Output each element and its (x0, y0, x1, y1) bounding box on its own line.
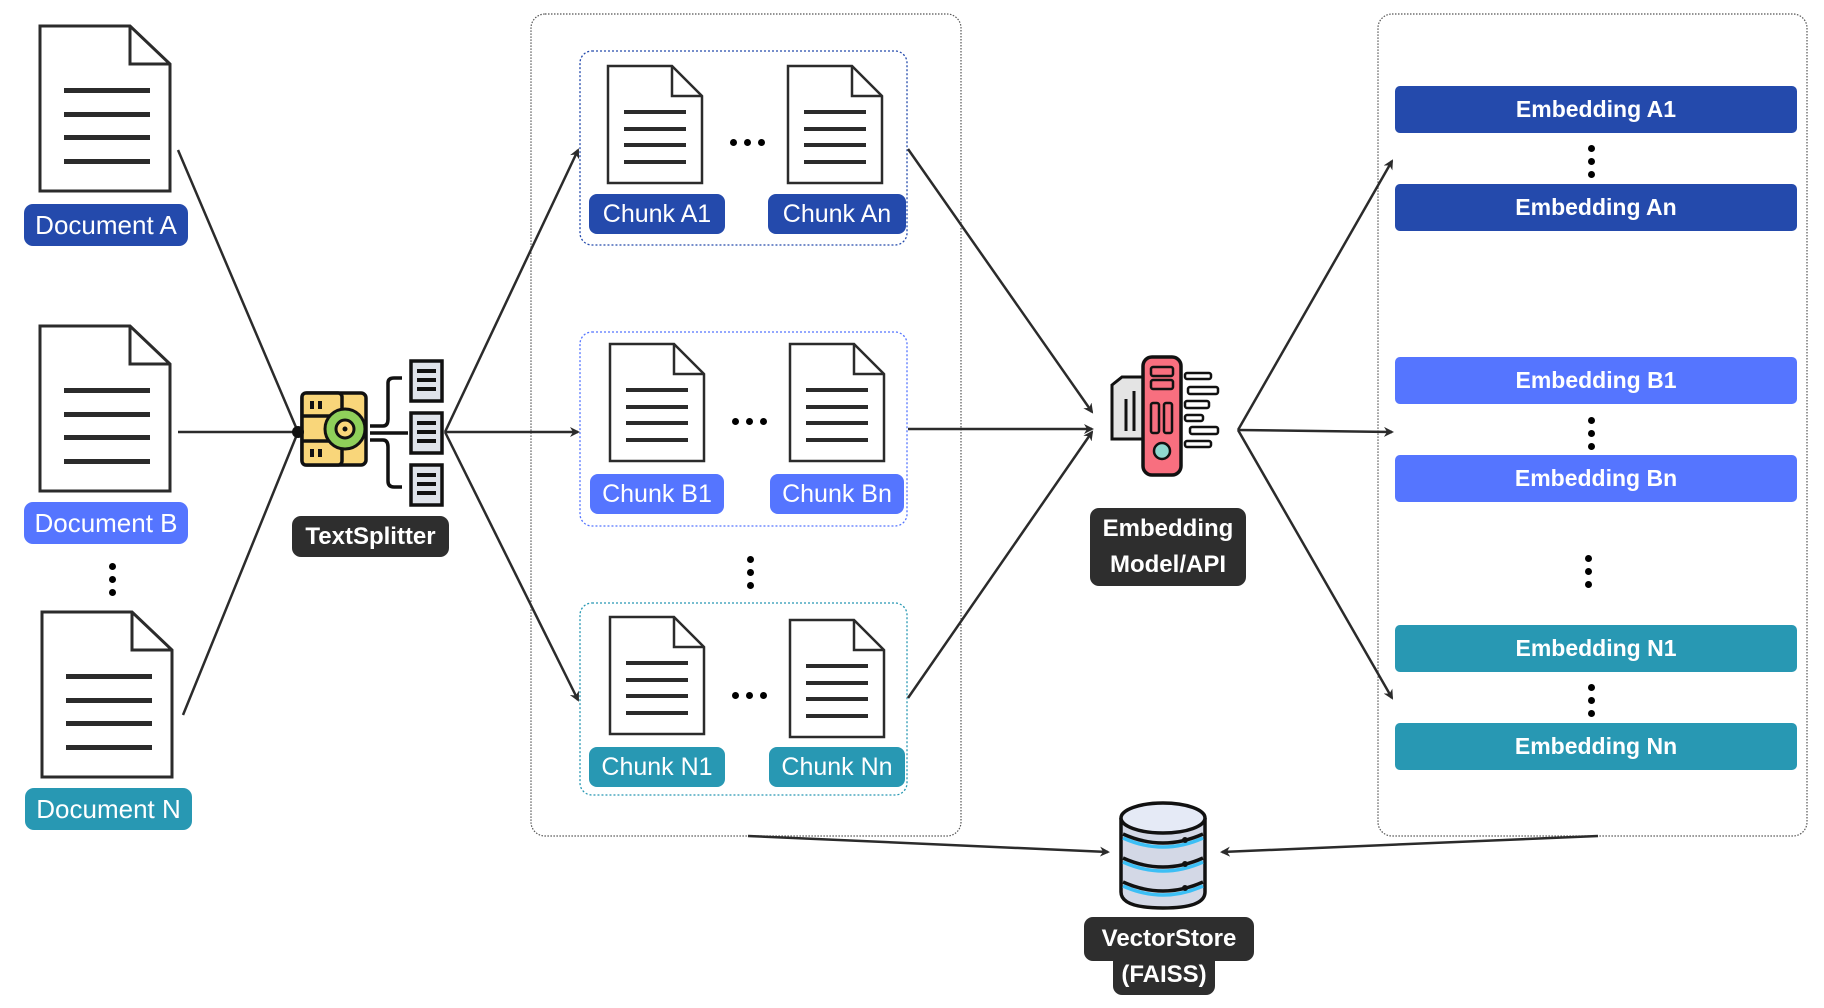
embedding-model-label-line1: Embedding (1102, 515, 1234, 542)
text-splitter-icon (292, 359, 444, 507)
embedding-a-ellipsis (1588, 145, 1596, 178)
embedding-model-label-line2: Model/API (1109, 551, 1226, 578)
embedding-b-ellipsis (1588, 417, 1596, 450)
chunk-bn-label: Chunk Bn (770, 474, 904, 514)
chunk-b1-label: Chunk B1 (590, 474, 724, 514)
embedding-n-ellipsis (1588, 684, 1596, 717)
embedding-b1-bar: Embedding B1 (1395, 357, 1797, 404)
edge-chunk-n-model (906, 430, 1094, 699)
document-b-icon (38, 324, 172, 493)
embeddings-container (1377, 13, 1808, 837)
chunks-container (530, 13, 962, 837)
edge-model-emb-b (1237, 426, 1394, 437)
vector-store-label-line1: VectorStore (1084, 917, 1254, 961)
chunk-a1-label: Chunk A1 (589, 194, 725, 234)
chunk-an-icon (786, 64, 884, 185)
chunk-bn-icon (788, 342, 886, 463)
document-a-icon (38, 24, 172, 193)
embedding-a1-bar: Embedding A1 (1395, 86, 1797, 133)
document-n-label: Document N (25, 788, 192, 830)
edge-splitter-chunk-a (443, 148, 580, 433)
text-splitter-label: TextSplitter (292, 516, 449, 557)
embedding-nn-bar: Embedding Nn (1395, 723, 1797, 770)
embedding-an-bar: Embedding An (1395, 184, 1797, 231)
chunk-b-ellipsis (732, 418, 767, 425)
embedding-model-icon (1110, 355, 1220, 477)
chunk-n-ellipsis (732, 692, 767, 699)
edge-chunk-a-model (906, 148, 1094, 414)
chunk-a-ellipsis (730, 139, 765, 146)
documents-ellipsis (109, 563, 117, 596)
vector-store-label-line2: (FAISS) (1113, 955, 1215, 995)
document-b-label: Document B (24, 502, 188, 544)
chunk-b1-icon (608, 342, 706, 463)
document-n-icon (40, 610, 174, 779)
edge-doc-a-splitter (176, 149, 300, 433)
embedding-bn-bar: Embedding Bn (1395, 455, 1797, 502)
edge-splitter-chunk-n (443, 431, 580, 702)
database-icon (1119, 801, 1207, 910)
chunk-n1-icon (608, 615, 706, 736)
chunk-n1-label: Chunk N1 (589, 747, 725, 787)
edge-model-emb-a (1236, 159, 1394, 431)
embedding-n1-bar: Embedding N1 (1395, 625, 1797, 672)
chunk-group-a-box (579, 50, 908, 246)
document-a-label: Document A (24, 204, 188, 246)
chunk-an-label: Chunk An (768, 194, 906, 234)
edge-embeddings-vectorstore (1220, 834, 1599, 857)
edge-doc-n-splitter (181, 431, 300, 716)
chunk-group-n-box (579, 602, 908, 796)
chunk-groups-ellipsis (747, 556, 755, 589)
chunk-group-b-box (579, 331, 908, 527)
edge-chunks-vectorstore (747, 834, 1110, 857)
edge-model-emb-n (1236, 429, 1394, 700)
embedding-groups-ellipsis (1585, 555, 1593, 588)
chunk-nn-label: Chunk Nn (769, 747, 905, 787)
chunk-nn-icon (788, 618, 886, 739)
embedding-model-label: Embedding Model/API (1090, 508, 1246, 586)
chunk-a1-icon (606, 64, 704, 185)
